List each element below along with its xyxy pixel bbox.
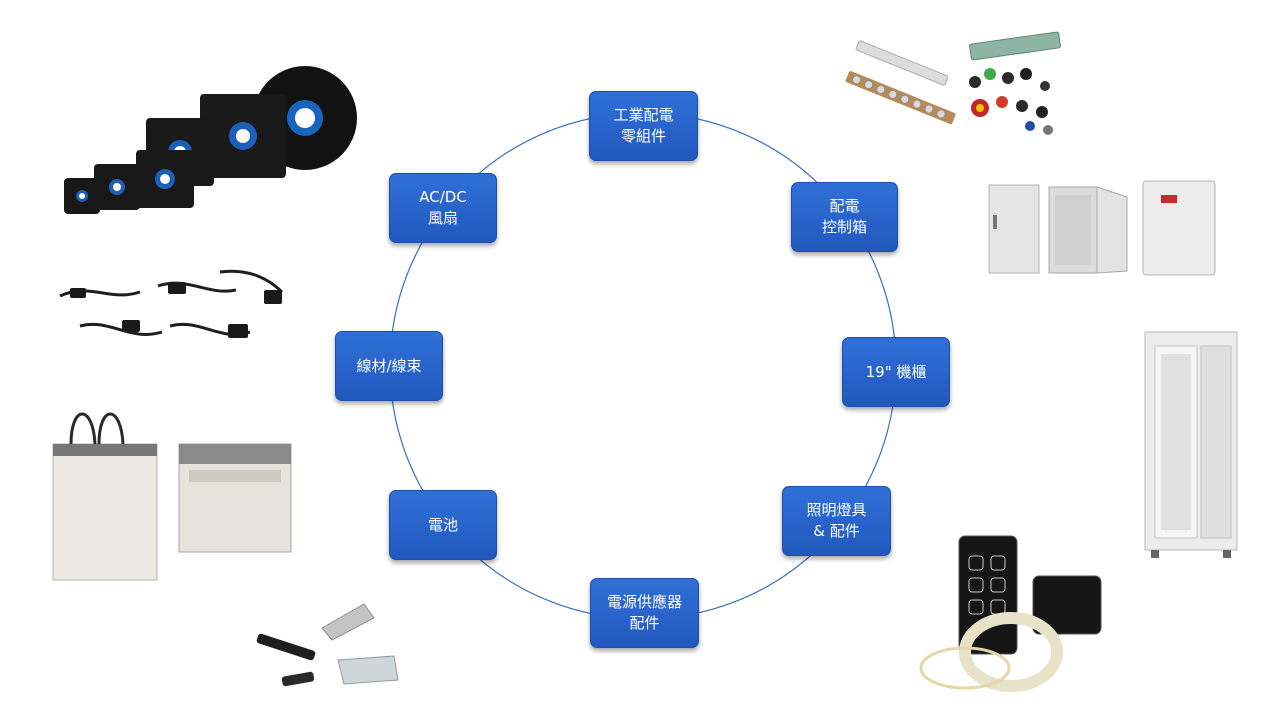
node-label-line: 工業配電 (613, 106, 674, 124)
node-label-line: 配件 (629, 614, 660, 632)
node-label-line: 照明燈具 (806, 501, 867, 519)
led-strip-and-touch-panels-product-image (919, 535, 1102, 692)
node-industrial-power-components[interactable]: 工業配電 零組件 (589, 91, 698, 161)
node-battery[interactable]: 電池 (389, 490, 497, 560)
node-label-line: 配電 (829, 197, 860, 215)
node-label-line: 電池 (427, 515, 458, 534)
node-label-line: & 配件 (813, 522, 860, 540)
lead-acid-batteries-product-image (52, 412, 292, 581)
node-cable-harness[interactable]: 線材/線束 (335, 331, 443, 401)
node-label-line: 線材/線束 (356, 356, 422, 375)
node-ac-dc-fan[interactable]: AC/DC 風扇 (389, 173, 497, 243)
node-19-inch-rack[interactable]: 19" 機櫃 (842, 337, 950, 407)
control-enclosures-product-image (988, 180, 1216, 276)
node-lighting-accessories[interactable]: 照明燈具 & 配件 (782, 486, 891, 556)
node-label-line: AC/DC (419, 188, 467, 206)
node-label-line: 19" 機櫃 (865, 362, 927, 381)
node-power-supply-accessories[interactable]: 電源供應器 配件 (590, 578, 699, 648)
node-label-line: 控制箱 (821, 218, 867, 236)
terminal-and-switches-product-image (845, 31, 1061, 135)
node-label-line: 電源供應器 (606, 593, 682, 611)
node-label-line: 零組件 (620, 127, 666, 145)
power-cords-product-image (59, 269, 284, 338)
server-rack-product-image (1144, 331, 1238, 558)
cooling-fans-product-image (64, 66, 357, 214)
psu-mounting-accessories-product-image (256, 603, 399, 687)
node-distribution-control-box[interactable]: 配電 控制箱 (791, 182, 898, 252)
node-label-line: 風扇 (427, 209, 458, 227)
